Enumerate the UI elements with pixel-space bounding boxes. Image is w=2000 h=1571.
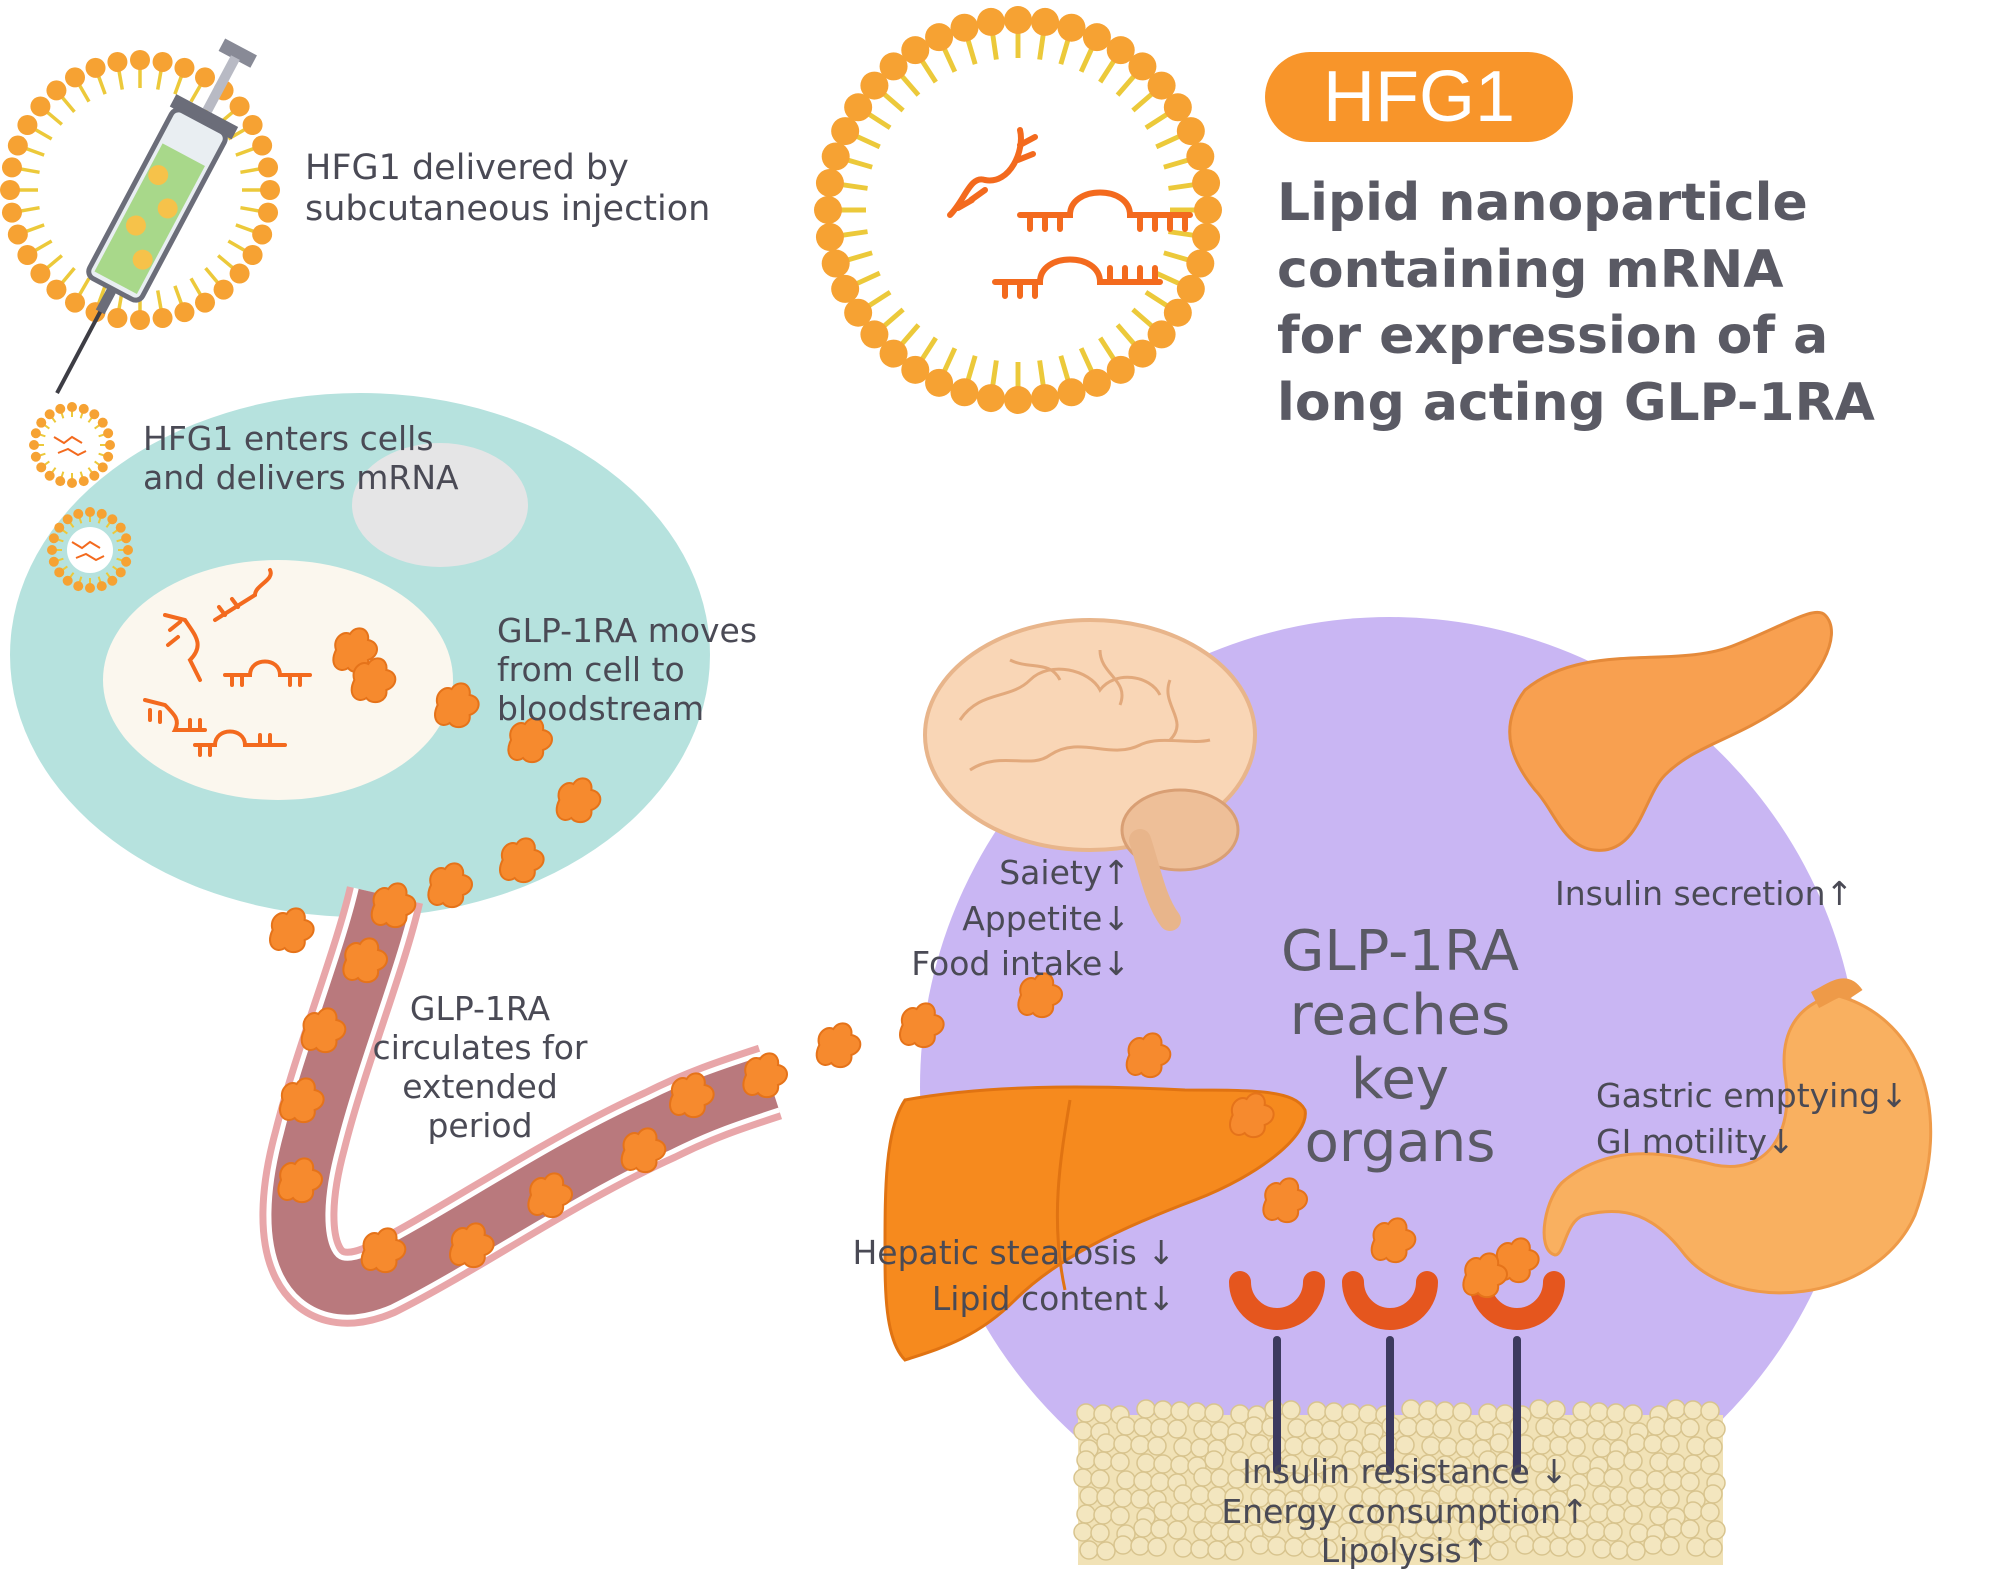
effect-lipid-content: Lipid content↓ [931,1278,1175,1318]
glp1ra-peptide [555,777,602,824]
effect-gi-motility: GI motility↓ [1596,1121,1795,1161]
glp1ra-peptide [279,1077,325,1124]
glp1ra-peptide [332,627,378,674]
glp1ra-peptide [1262,1177,1308,1224]
effect-energy-consumption: Energy consumption↑ [1221,1491,1589,1531]
effect-gastric-emptying: Gastric emptying↓ [1596,1076,1908,1115]
step-enters-label: HFG1 enters cells and delivers mRNA [143,419,459,497]
glp1ra-peptide [449,1222,495,1269]
glp1ra-peptide [815,1022,862,1069]
effect-hepatic-steatosis: Hepatic steatosis ↓ [852,1233,1175,1272]
step-moves-label: GLP-1RA moves from cell to bloodstream [497,611,758,728]
nucleus [103,560,453,800]
adipose-effects: Insulin resistance ↓ Energy consumption↑… [1180,1452,1630,1571]
glp1ra-peptides [269,627,1540,1299]
vesicle [352,443,528,567]
pancreas-icon [1508,610,1833,852]
glp1ra-peptide [1370,1217,1417,1264]
large-lipid-nanoparticle [814,6,1222,414]
center-heading: GLP-1RA reaches key organs [1281,919,1519,1176]
glp1ra-peptide [370,882,417,929]
brain-icon [923,618,1257,931]
nucleus-mrna-strands [143,568,312,757]
syringe-icon [55,38,257,395]
glp1ra-peptide [507,717,553,764]
liver-icon [883,1085,1307,1362]
glp1ra-peptide [620,1127,667,1174]
stomach-effects: Gastric emptying↓ GI motility↓ [1596,1073,1926,1164]
stomach-icon [1542,978,1933,1295]
effect-insulin-resistance: Insulin resistance ↓ [1242,1452,1568,1491]
lnp-description-title: Lipid nanoparticle containing mRNA for e… [1277,173,1875,433]
effect-food-intake: Food intake↓ [911,944,1130,984]
glp1ra-peptide [269,907,315,954]
adipose-tissue [1073,1399,1726,1565]
glp1ra-peptide [342,937,388,984]
large-lnp-mrna-strands [947,127,1193,299]
effect-insulin-secretion: Insulin secretion↑ [1555,874,1854,913]
glp1ra-peptide [350,657,397,704]
glp1ra-peptide [300,1007,347,1054]
effect-lipolysis: Lipolysis↑ [1320,1531,1490,1571]
glp1ra-peptide [899,1002,945,1049]
glp1ra-peptide [499,837,545,884]
glp1ra-peptide [1462,1252,1508,1299]
hfg1-badge: HFG1 [1265,52,1573,142]
glp1ra-peptide [742,1052,788,1099]
effect-appetite: Appetite↓ [962,898,1130,938]
step-injection-label: HFG1 delivered by subcutaneous injection [305,148,711,230]
small-lnp-entering [29,402,133,593]
glp1ra-peptide [1125,1032,1172,1079]
glp1ra-peptide [427,862,473,909]
glp1ra-peptide [1229,1092,1275,1139]
receptor-1 [1229,1271,1325,1474]
brain-effects: Saiety↑ Appetite↓ Food intake↓ [840,850,1130,987]
liver-effects: Hepatic steatosis ↓ Lipid content↓ [800,1230,1175,1321]
glp1ra-peptide [360,1227,407,1274]
glp1ra-peptide [1017,972,1063,1019]
receptor-2 [1342,1271,1438,1474]
glp1ra-peptide [669,1072,715,1119]
glp1ra-peptide [434,682,480,729]
glp1ra-peptide [277,1157,323,1204]
glp1ra-peptide [527,1172,573,1219]
effect-satiety: Saiety↑ [999,853,1130,892]
step-circulates-label: GLP-1RA circulates for extended period [372,989,588,1145]
